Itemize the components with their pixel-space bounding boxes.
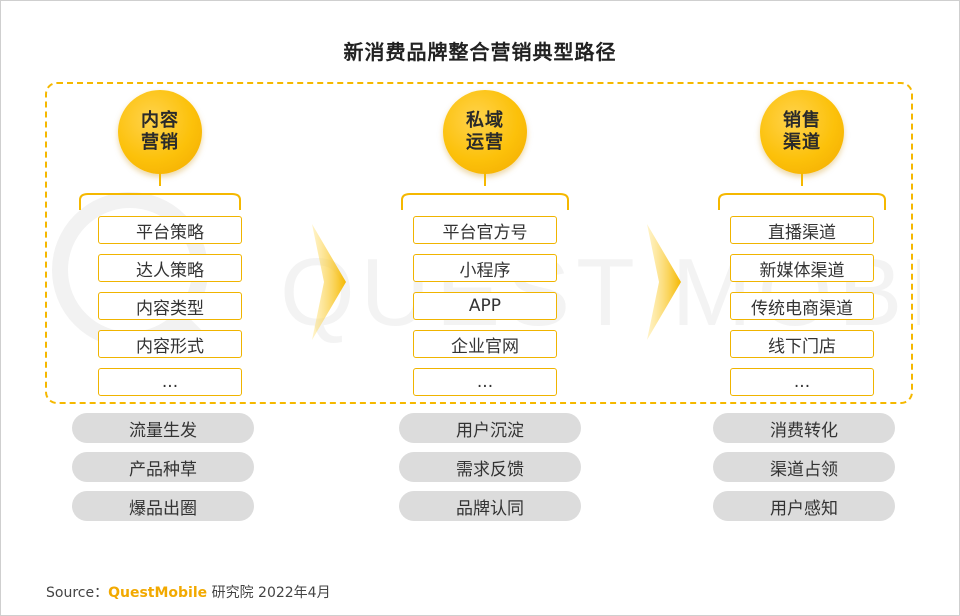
result-pill: 品牌认同 <box>399 491 581 521</box>
result-pill: 产品种草 <box>72 452 254 482</box>
item-box: 企业官网 <box>413 330 557 358</box>
item-box: 平台官方号 <box>413 216 557 244</box>
item-box: 直播渠道 <box>730 216 874 244</box>
result-pill: 需求反馈 <box>399 452 581 482</box>
source-suffix: 研究院 2022年4月 <box>207 585 331 601</box>
result-pill: 爆品出圈 <box>72 491 254 521</box>
source-prefix: Source： <box>46 585 109 601</box>
stage-circle: 销售 渠道 <box>760 90 844 174</box>
arrow-right <box>312 224 346 340</box>
arrow-right <box>647 224 681 340</box>
dashed-frame <box>45 82 913 404</box>
stage-label-line1: 销售 <box>783 110 821 131</box>
result-pill: 流量生发 <box>72 413 254 443</box>
item-box: 小程序 <box>413 254 557 282</box>
bracket <box>79 172 241 210</box>
result-pill: 渠道占领 <box>713 452 895 482</box>
item-box: 内容类型 <box>98 292 242 320</box>
stage-label-line2: 营销 <box>141 132 179 153</box>
stage-label-line2: 运营 <box>466 132 504 153</box>
item-box: 传统电商渠道 <box>730 292 874 320</box>
result-pill: 消费转化 <box>713 413 895 443</box>
item-box: ... <box>730 368 874 396</box>
bracket <box>401 172 569 210</box>
stage-circle: 内容 营销 <box>118 90 202 174</box>
stage-label-line1: 内容 <box>141 110 179 131</box>
result-pill: 用户沉淀 <box>399 413 581 443</box>
stage-label-line2: 渠道 <box>783 132 821 153</box>
stage-circle: 私域 运营 <box>443 90 527 174</box>
item-box: ... <box>413 368 557 396</box>
source-brand: QuestMobile <box>108 585 208 601</box>
item-box: 平台策略 <box>98 216 242 244</box>
diagram-title: 新消费品牌整合营销典型路径 <box>343 40 617 64</box>
item-box: 内容形式 <box>98 330 242 358</box>
item-box: APP <box>413 292 557 320</box>
source-note: Source：QuestMobile 研究院 2022年4月 <box>46 582 331 602</box>
item-box: 线下门店 <box>730 330 874 358</box>
result-pill: 用户感知 <box>713 491 895 521</box>
stage-label-line1: 私域 <box>466 110 504 131</box>
item-box: 新媒体渠道 <box>730 254 874 282</box>
item-box: 达人策略 <box>98 254 242 282</box>
item-box: ... <box>98 368 242 396</box>
bracket <box>718 172 886 210</box>
